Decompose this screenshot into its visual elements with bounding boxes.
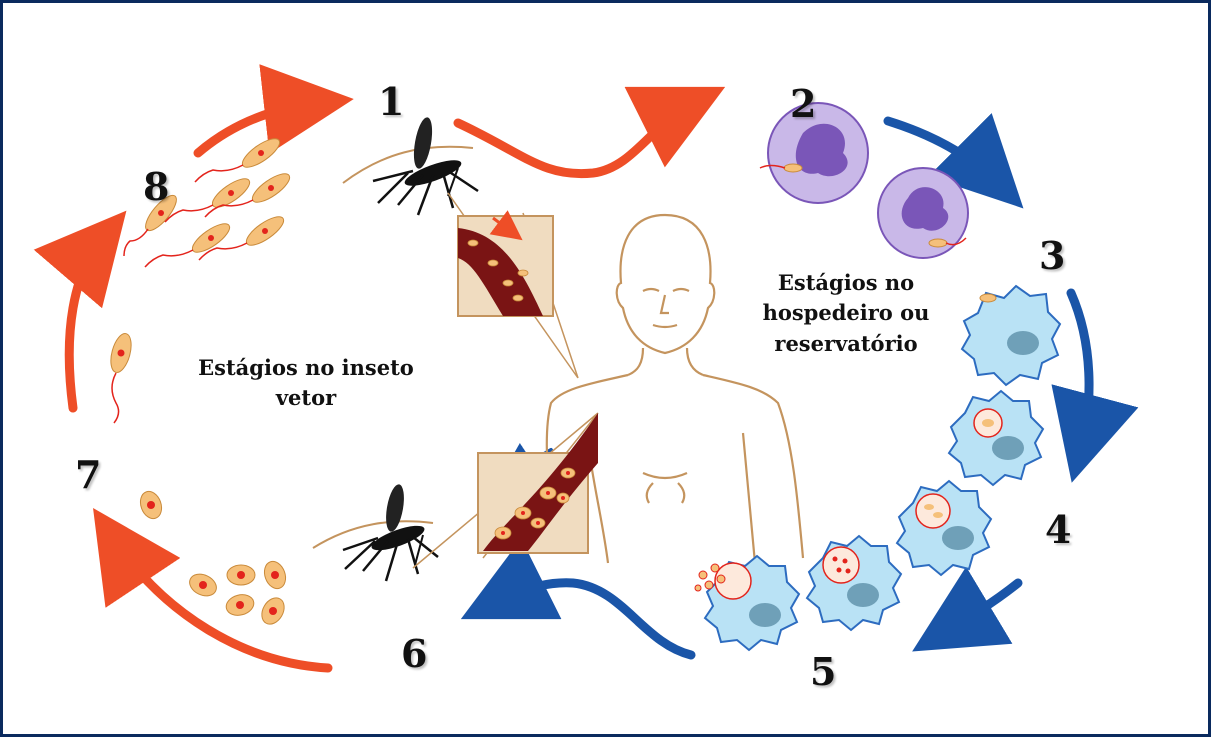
head-outline bbox=[617, 215, 715, 353]
stage-number-7: 7 bbox=[75, 456, 101, 494]
stage-number-6: 6 bbox=[401, 635, 427, 673]
macrophage-stage-3 bbox=[962, 286, 1060, 385]
arrow-4-to-5 bbox=[943, 583, 1018, 633]
skin-inset-bottom bbox=[413, 413, 598, 568]
promastigote-stage-7 bbox=[137, 488, 165, 521]
skin-inset-top bbox=[448, 193, 578, 378]
arrow-1-to-2 bbox=[458, 103, 693, 174]
mosquito-feeding-bottom bbox=[313, 483, 438, 581]
macrophage-stage-5b-rupturing bbox=[695, 556, 799, 650]
nose bbox=[661, 295, 669, 313]
arrow-7-to-8 bbox=[69, 238, 103, 408]
stage-number-8: 8 bbox=[143, 168, 169, 206]
macrophage-stage-4a bbox=[949, 391, 1043, 485]
chest bbox=[643, 473, 687, 503]
promastigote-single bbox=[107, 331, 135, 423]
host-cycle-arrows bbox=[493, 121, 1089, 655]
macrophage-stage-4b bbox=[897, 481, 991, 575]
stage-number-5: 5 bbox=[810, 653, 836, 691]
arrow-6-to-7 bbox=[113, 538, 328, 668]
amastigotes-stage-6 bbox=[186, 558, 289, 628]
vector-stages-label: Estágios no inseto vetor bbox=[181, 353, 431, 414]
mosquito-feeding-top bbox=[343, 116, 478, 215]
arrow-3-to-4 bbox=[1071, 293, 1089, 448]
left-eye bbox=[643, 289, 659, 291]
host-stages-label: Estágios no hospedeiro ou reservatório bbox=[761, 268, 931, 359]
arrow-5-to-6 bbox=[493, 583, 691, 655]
macrophage-stage-5a bbox=[807, 536, 901, 630]
right-eye bbox=[673, 289, 689, 291]
stage-number-4: 4 bbox=[1045, 511, 1071, 549]
stage-number-2: 2 bbox=[790, 85, 816, 123]
mouth bbox=[653, 325, 677, 327]
arm-lines bbox=[588, 433, 755, 563]
stage-number-1: 1 bbox=[378, 83, 404, 121]
stage-number-3: 3 bbox=[1039, 237, 1065, 275]
neutrophil-stage-2 bbox=[760, 103, 968, 258]
